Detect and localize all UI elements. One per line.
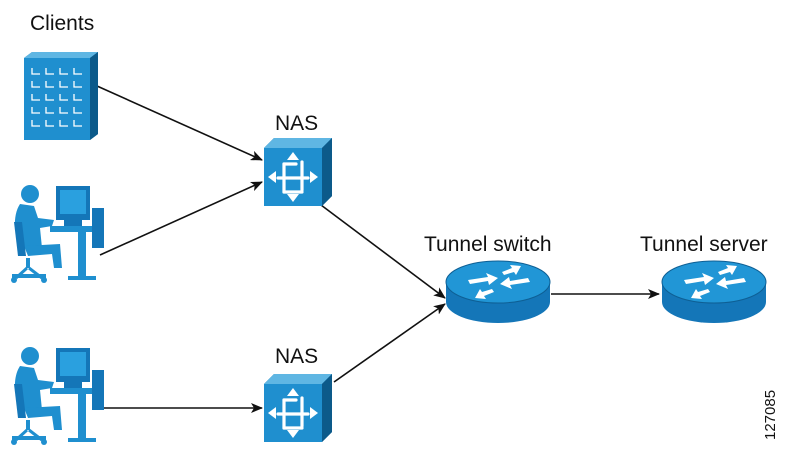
- figure-id-label: 127085: [762, 390, 779, 440]
- tunnel-server-label: Tunnel server: [640, 233, 768, 256]
- link-nas-bottom-to-tunnel-switch: [333, 303, 446, 383]
- link-workstation1-to-nas-top: [99, 181, 263, 256]
- building-icon: [23, 51, 99, 141]
- router-icon: [445, 260, 551, 324]
- clients-label: Clients: [30, 12, 94, 35]
- nas-bottom-label: NAS: [275, 345, 318, 368]
- router-icon: [661, 260, 767, 324]
- link-clients-to-nas-top: [96, 85, 263, 161]
- link-nas-top-to-tunnel-switch: [320, 204, 446, 299]
- tunnel-switch-label: Tunnel switch: [424, 233, 552, 256]
- nas-top-label: NAS: [275, 112, 318, 135]
- workstation-user-icon: [9, 345, 106, 447]
- nas-switch-icon: [262, 372, 334, 444]
- workstation-user-icon: [9, 183, 106, 285]
- nas-switch-icon: [262, 136, 334, 208]
